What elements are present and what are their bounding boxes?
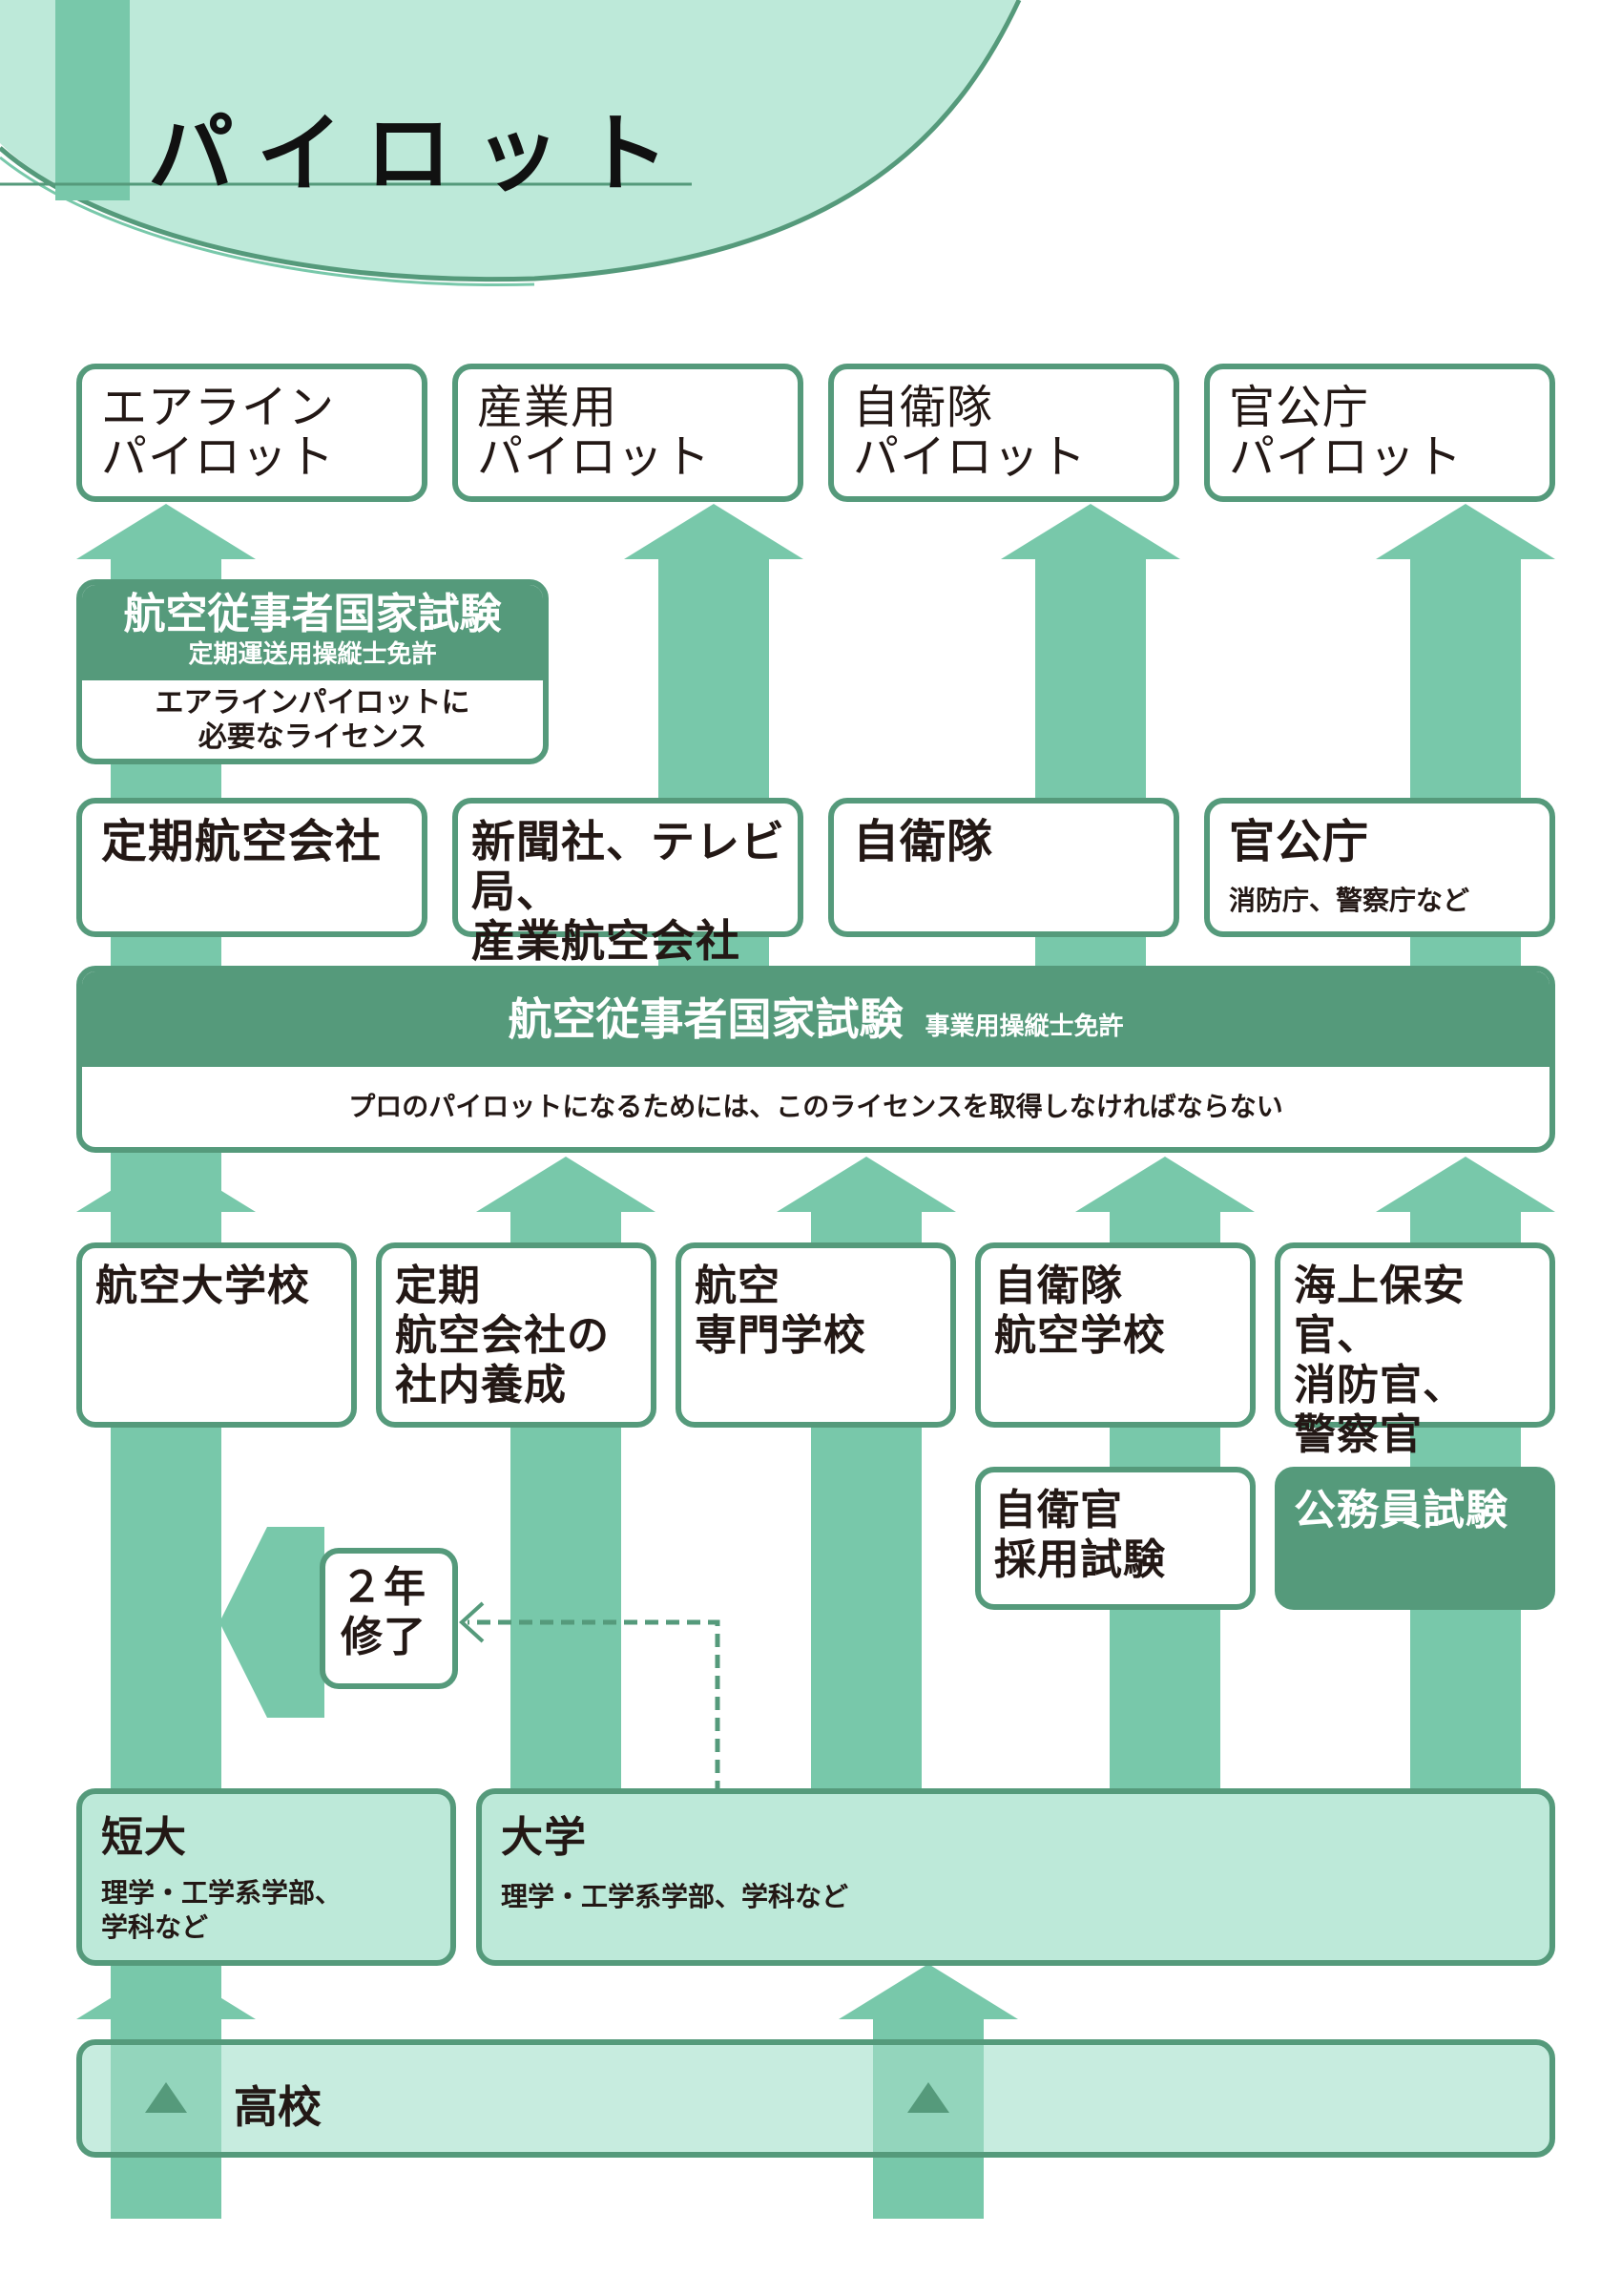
college-label: 短大 <box>101 1813 187 1862</box>
school-label: 航空 専門学校 <box>695 1262 866 1360</box>
airline-exam-license: 定期運送用操縦士免許 <box>188 640 437 669</box>
career-box-industrial: 産業用 パイロット <box>452 364 803 502</box>
triangle-icon <box>907 2082 949 2113</box>
junior-college-box: 短大 理学・工学系学部、 学科など <box>76 1788 456 1966</box>
career-label: 産業用 パイロット <box>477 381 712 484</box>
license-exam-title: 航空従事者国家試験 <box>508 993 904 1045</box>
college-sub: 理学・工学系学部、学科など <box>501 1881 849 1912</box>
page-title: パイロット <box>148 103 692 204</box>
arrow-head <box>1075 1157 1255 1212</box>
school-label: 航空大学校 <box>95 1262 310 1310</box>
employer-label: 自衛隊 <box>853 815 994 868</box>
two-year-completion-box: ２年 修了 <box>320 1548 458 1689</box>
license-exam-note: プロのパイロットになるためには、このライセンスを取得しなければならない <box>348 1091 1283 1122</box>
school-box: 定期 航空会社の 社内養成 <box>376 1242 656 1428</box>
license-exam-header: 航空従事者国家試験 事業用操縦士免許 <box>82 971 1549 1067</box>
airline-exam-title: 航空従事者国家試験 <box>123 590 502 638</box>
arrow-stem <box>658 553 769 1026</box>
employer-box: 定期航空会社 <box>76 798 427 937</box>
arrow-head <box>476 1157 655 1212</box>
arrow-head <box>1001 504 1180 559</box>
dashed-connector <box>459 1601 720 1794</box>
sdf-recruit-exam-box: 自衛官 採用試験 <box>975 1467 1256 1610</box>
employer-label: 官公庁 <box>1229 815 1370 868</box>
exam-label: 公務員試験 <box>1294 1486 1508 1534</box>
arrow-head <box>777 1157 956 1212</box>
career-box-sdf: 自衛隊 パイロット <box>828 364 1179 502</box>
arrow-head <box>839 1964 1018 2019</box>
civil-service-exam-box: 公務員試験 <box>1275 1467 1555 1610</box>
employer-box: 官公庁 消防庁、警察庁など <box>1204 798 1555 937</box>
university-box: 大学 理学・工学系学部、学科など <box>476 1788 1555 1966</box>
college-sub: 理学・工学系学部、 学科など <box>101 1877 343 1943</box>
exam-label: 自衛官 採用試験 <box>994 1486 1166 1584</box>
career-label: 自衛隊 パイロット <box>853 381 1088 484</box>
school-label: 海上保安官、 消防官、 警察官 <box>1294 1262 1466 1459</box>
airline-exam-header: 航空従事者国家試験 定期運送用操縦士免許 <box>82 585 543 680</box>
college-label: 大学 <box>501 1813 587 1862</box>
two-year-label: ２年 修了 <box>341 1563 426 1661</box>
left-arrow-icon <box>219 1527 324 1718</box>
school-box: 海上保安官、 消防官、 警察官 <box>1275 1242 1555 1459</box>
arrow-stem <box>1035 553 1146 1026</box>
employer-sub: 消防庁、警察庁など <box>1229 885 1470 916</box>
employer-box: 自衛隊 <box>828 798 1179 937</box>
career-box-government: 官公庁 パイロット <box>1204 364 1555 502</box>
arrow-head <box>76 1157 256 1212</box>
arrow-head <box>76 1964 256 2019</box>
employer-box: 新聞社、テレビ局、 産業航空会社 <box>452 798 803 966</box>
school-box: 航空大学校 <box>76 1242 357 1428</box>
arrow-head <box>1376 504 1555 559</box>
high-school-box <box>76 2039 1555 2158</box>
career-label: エアライン パイロット <box>101 381 336 484</box>
arrow-head <box>1376 1157 1555 1212</box>
header-decoration <box>0 0 1022 287</box>
school-box: 航空 専門学校 <box>676 1242 956 1428</box>
triangle-icon <box>145 2082 187 2113</box>
license-exam-bar: 航空従事者国家試験 事業用操縦士免許 プロのパイロットになるためには、このライセ… <box>76 966 1555 1153</box>
arrow-stem <box>1410 553 1521 1026</box>
employer-label: 新聞社、テレビ局、 産業航空会社 <box>471 816 785 967</box>
school-box: 自衛隊 航空学校 <box>975 1242 1256 1428</box>
school-label: 定期 航空会社の 社内養成 <box>395 1262 610 1409</box>
employer-label: 定期航空会社 <box>101 815 383 868</box>
airline-exam-note: エアラインパイロットに 必要なライセンス <box>155 686 470 754</box>
school-label: 自衛隊 航空学校 <box>994 1262 1166 1360</box>
career-label: 官公庁 パイロット <box>1229 381 1464 484</box>
high-school-label: 高校 <box>234 2081 322 2133</box>
license-exam-license: 事業用操縦士免許 <box>925 1012 1124 1041</box>
arrow-head <box>76 504 256 559</box>
airline-exam-box: 航空従事者国家試験 定期運送用操縦士免許 エアラインパイロットに 必要なライセン… <box>76 579 549 764</box>
arrow-head <box>624 504 803 559</box>
career-box-airline: エアライン パイロット <box>76 364 427 502</box>
